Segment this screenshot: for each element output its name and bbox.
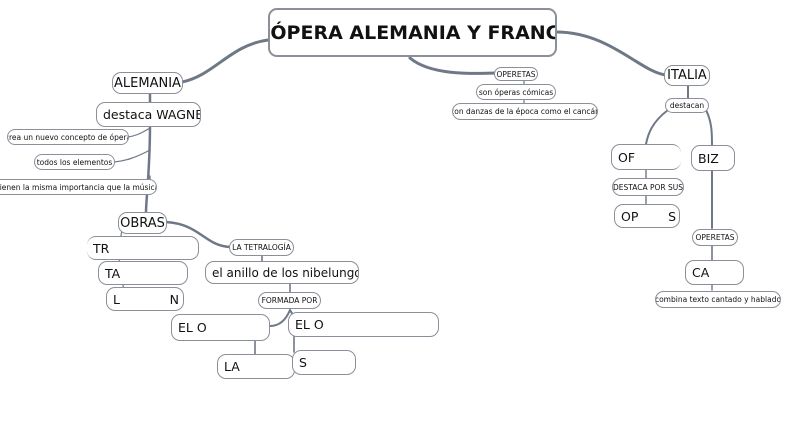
work-op[interactable]: OP S (614, 204, 680, 228)
obra-tr[interactable]: TR (87, 236, 199, 260)
composer-of[interactable]: OF (611, 144, 681, 170)
obra-l-label: L (113, 291, 120, 307)
note-cancan[interactable]: con danzas de la época como el cancán (452, 103, 598, 120)
topic-alemania[interactable]: ALEMANIA (112, 72, 183, 94)
note-nuevo-concepto[interactable]: crea un nuevo concepto de ópera (7, 129, 129, 145)
link-wagner-obras (144, 122, 152, 214)
topic-wagner[interactable]: destaca WAGNER (96, 102, 201, 127)
link-title-italia (554, 30, 668, 77)
work-ca[interactable]: CA (685, 260, 744, 285)
topic-destaca-por-sus[interactable]: DESTACA POR SUS (612, 178, 684, 196)
topic-tetralogia[interactable]: LA TETRALOGÍA (229, 239, 294, 256)
obra-l[interactable]: L N (106, 287, 184, 311)
part-el-o-1[interactable]: EL O (171, 314, 270, 341)
work-op-suffix: S (668, 208, 676, 224)
link-title-alemania (180, 38, 270, 84)
note-todos-elementos[interactable]: todos los elementos (34, 154, 115, 170)
link-formada-part1 (269, 309, 291, 327)
topic-formada-por[interactable]: FORMADA POR (258, 292, 321, 309)
topic-operetas-italia[interactable]: OPERETAS (692, 229, 738, 246)
topic-destacan[interactable]: destacan (665, 98, 709, 113)
work-op-label: OP (621, 208, 639, 224)
central-topic[interactable]: 5/ ÓPERA ALEMANIA Y FRANCIA (268, 8, 557, 57)
note-operas-comicas[interactable]: son óperas cómicas (476, 84, 556, 100)
part-el-o-2[interactable]: EL O (288, 312, 439, 337)
topic-operetas[interactable]: OPERETAS (494, 67, 538, 81)
link-destacan-of (645, 109, 669, 145)
obra-l-suffix: N (169, 291, 179, 307)
obra-ta[interactable]: TA (98, 261, 188, 285)
part-s[interactable]: S (292, 350, 356, 375)
link-obras-tetralogia (164, 220, 232, 249)
link-title-operetas (408, 56, 499, 75)
topic-italia[interactable]: ITALIA (664, 65, 710, 86)
link-destacan-biz (705, 109, 713, 146)
note-texto-cantado[interactable]: combina texto cantado y hablado (655, 291, 781, 308)
topic-obras[interactable]: OBRAS (118, 212, 167, 234)
link-wagner-note2 (113, 149, 151, 163)
composer-biz[interactable]: BIZ (691, 145, 735, 171)
link-wagner-note1 (127, 127, 151, 138)
part-la[interactable]: LA (217, 354, 295, 379)
note-misma-importancia[interactable]: tienen la misma importancia que la músic… (0, 179, 157, 195)
topic-anillo-nibelungos[interactable]: el anillo de los nibelungos (205, 261, 359, 284)
